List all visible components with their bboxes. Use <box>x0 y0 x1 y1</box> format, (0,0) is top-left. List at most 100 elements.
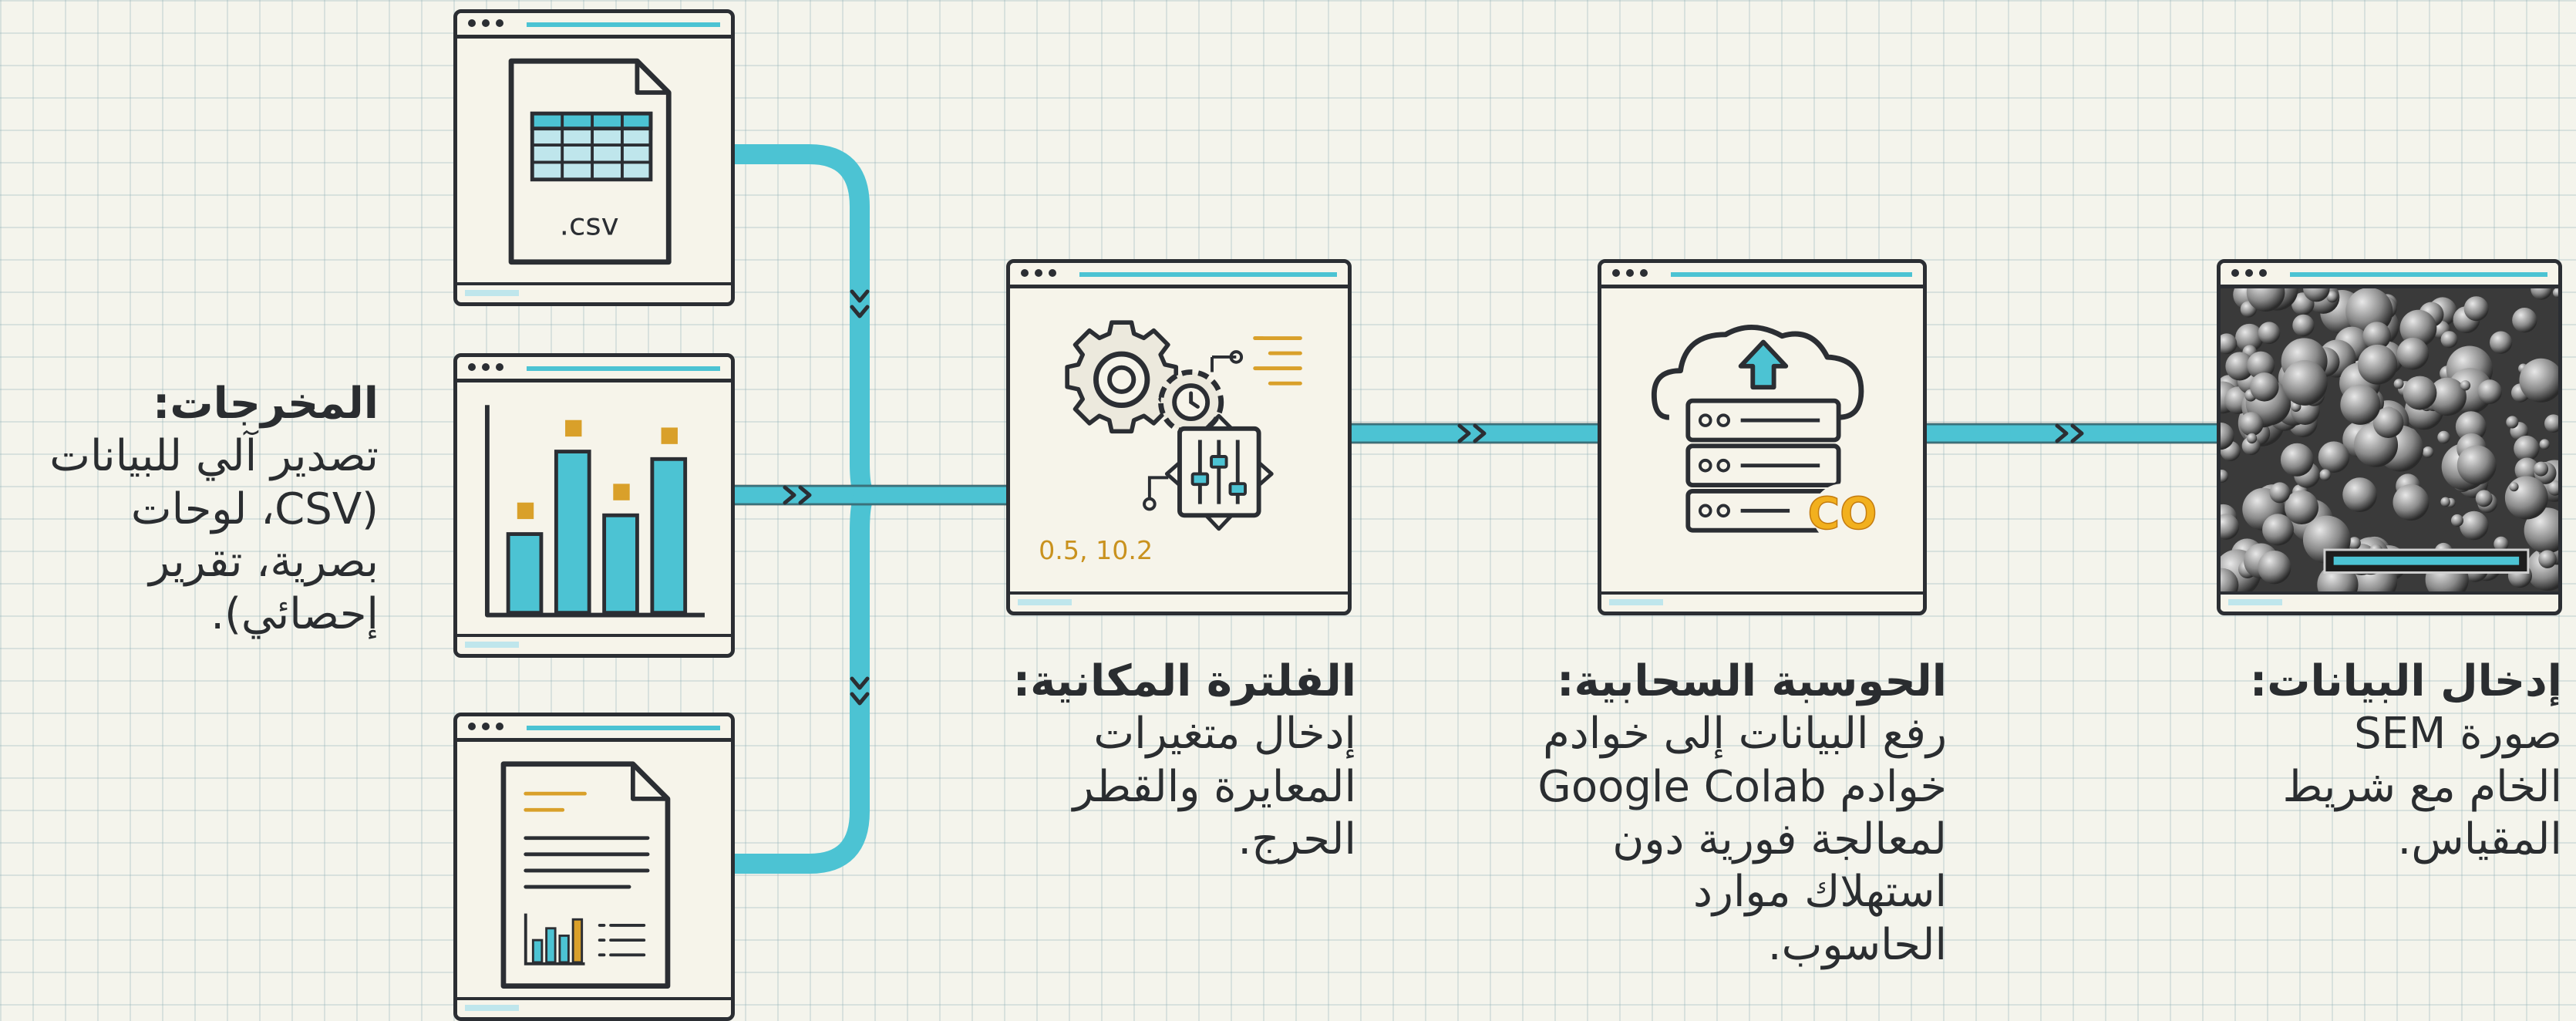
particle <box>2456 445 2497 485</box>
particle <box>2221 333 2238 355</box>
particle <box>2428 377 2467 416</box>
csv-file-icon <box>508 58 672 265</box>
particle <box>2552 288 2558 298</box>
chevron-icon <box>850 676 870 706</box>
chevron-icon <box>2055 423 2084 443</box>
cloud-step-line: رفع البيانات إلى خوادم <box>1543 709 1947 760</box>
chart-output-window <box>453 353 735 658</box>
filter-settings-illustration: 0.5, 10.2 <box>1039 320 1302 565</box>
input-step-line: الخام مع شريط <box>2282 761 2562 812</box>
particle <box>2490 331 2513 354</box>
particle <box>2258 322 2281 345</box>
sem-micrograph-image <box>2221 288 2558 591</box>
particle <box>2504 476 2548 520</box>
chart-marker <box>565 420 582 437</box>
particle <box>2422 446 2434 458</box>
small-gear-icon <box>1158 369 1224 436</box>
spatial-filter-window: 0.5, 10.2 <box>1006 259 1352 615</box>
particle <box>2342 477 2377 513</box>
particle <box>2319 469 2332 481</box>
particle <box>2531 288 2552 300</box>
particle <box>2235 323 2264 352</box>
input-step-line: المقياس. <box>2397 814 2562 864</box>
particle <box>2258 550 2291 585</box>
particle <box>2303 288 2330 302</box>
particle <box>2514 435 2540 462</box>
window-titlebar <box>1010 263 1348 288</box>
csv-output-window: .csv <box>453 9 735 306</box>
report-document-illustration <box>500 761 671 989</box>
particle <box>2463 296 2489 322</box>
particle <box>2221 514 2240 540</box>
list-lines-icon <box>1253 336 1302 386</box>
particle <box>2348 537 2361 550</box>
particle <box>2477 379 2502 404</box>
cloud-server-illustration: CO <box>1651 325 1877 544</box>
particle <box>2393 379 2404 389</box>
particle <box>2372 407 2404 439</box>
particle <box>2246 288 2285 312</box>
outputs-step-label: المخرجات: تصدير آلي للبيانات (CSV، لوحات… <box>8 378 379 642</box>
particle <box>2440 497 2450 507</box>
particle <box>2318 441 2350 473</box>
particle <box>2403 376 2437 410</box>
particle <box>2285 490 2319 525</box>
particle <box>2357 344 2398 385</box>
particle <box>2280 443 2314 477</box>
filter-step-line: إدخال متغيرات <box>1093 709 1356 760</box>
connector-to-csv <box>719 144 877 505</box>
particle <box>2547 480 2558 496</box>
outputs-step-line: إحصائي). <box>210 589 379 640</box>
chart-marker <box>613 484 630 500</box>
particle <box>2512 307 2537 333</box>
particle <box>2475 490 2493 507</box>
particle <box>2396 337 2430 370</box>
filter-step-title: الفلترة المكانية: <box>1012 656 1356 706</box>
window-titlebar <box>457 13 731 39</box>
window-titlebar <box>1601 263 1923 288</box>
sliders-panel-icon <box>1164 413 1274 531</box>
particle <box>2494 536 2509 552</box>
particle <box>2269 482 2291 504</box>
filter-step-line: الحرج. <box>1237 814 1356 864</box>
csv-file-illustration: .csv <box>508 58 672 265</box>
input-step-title: إدخال البيانات: <box>2249 656 2562 706</box>
cloud-step-line: استهلاك موارد <box>1692 867 1947 918</box>
window-titlebar <box>457 357 731 382</box>
particle <box>2326 291 2339 303</box>
csv-label: .csv <box>560 208 619 243</box>
chart-marker <box>517 502 534 520</box>
particle <box>2534 461 2549 477</box>
input-step-label: إدخال البيانات: صورة SEM الخام مع شريط ا… <box>2238 655 2562 866</box>
chart-bar <box>650 457 688 615</box>
bar-chart-illustration <box>484 405 705 618</box>
report-document-icon <box>500 761 671 989</box>
particle <box>2509 482 2519 492</box>
particle <box>2292 314 2315 337</box>
particle <box>2246 433 2258 444</box>
outputs-step-line: بصرية، تقرير <box>149 536 379 587</box>
colab-logo-text: CO <box>1808 489 1877 540</box>
particle <box>2544 414 2558 433</box>
particle <box>2221 568 2239 591</box>
chart-axes <box>484 405 705 618</box>
window-titlebar <box>2221 263 2558 288</box>
chevron-icon <box>1457 423 1487 443</box>
filter-step-label: الفلترة المكانية: إدخال متغيرات المعايرة… <box>924 655 1356 866</box>
particle <box>2506 416 2519 429</box>
cloud-computing-window: CO <box>1598 259 1927 615</box>
particle <box>2239 412 2264 436</box>
colab-logo-icon: CO <box>1807 484 1877 544</box>
particle <box>2539 439 2551 450</box>
chevron-icon <box>850 289 870 318</box>
particle <box>2392 484 2430 521</box>
input-step-line: صورة SEM <box>2354 709 2562 760</box>
particle <box>2538 550 2557 568</box>
cloud-step-line: الحاسوب. <box>1767 919 1947 970</box>
cloud-step-title: الحوسبة السحابية: <box>1557 656 1947 706</box>
particle <box>2399 309 2437 347</box>
outputs-step-line: تصدير آلي للبيانات <box>49 431 379 482</box>
chart-bar <box>506 532 544 615</box>
particle <box>2221 422 2234 450</box>
